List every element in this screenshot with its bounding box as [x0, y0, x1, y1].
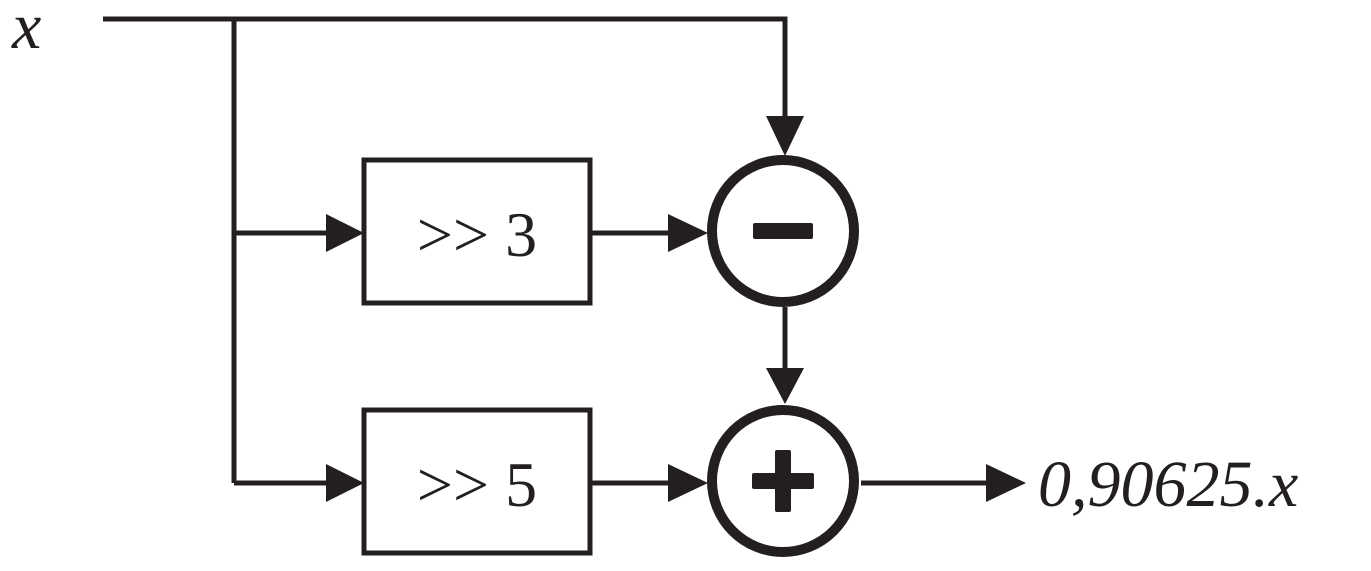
- arrowhead-into-shift3: [326, 214, 364, 252]
- arrowhead-into-subtractor-top: [766, 116, 804, 156]
- input-label: x: [11, 0, 41, 63]
- arrowhead-into-adder-side: [668, 464, 708, 502]
- output-label: 0,90625.x: [1038, 448, 1298, 521]
- input-wire-top: [103, 16, 788, 120]
- minus-icon: [753, 223, 813, 239]
- shift5-label: >> 5: [417, 449, 537, 520]
- shift3-label: >> 3: [417, 199, 537, 270]
- plus-icon: [752, 450, 814, 512]
- arrowhead-into-shift5: [326, 464, 364, 502]
- arrowhead-into-adder-top: [766, 368, 804, 404]
- arrowhead-output: [986, 464, 1026, 502]
- shift3-block: [361, 157, 593, 306]
- shift5-block: [361, 407, 593, 556]
- arrowhead-into-subtractor-side: [668, 214, 708, 252]
